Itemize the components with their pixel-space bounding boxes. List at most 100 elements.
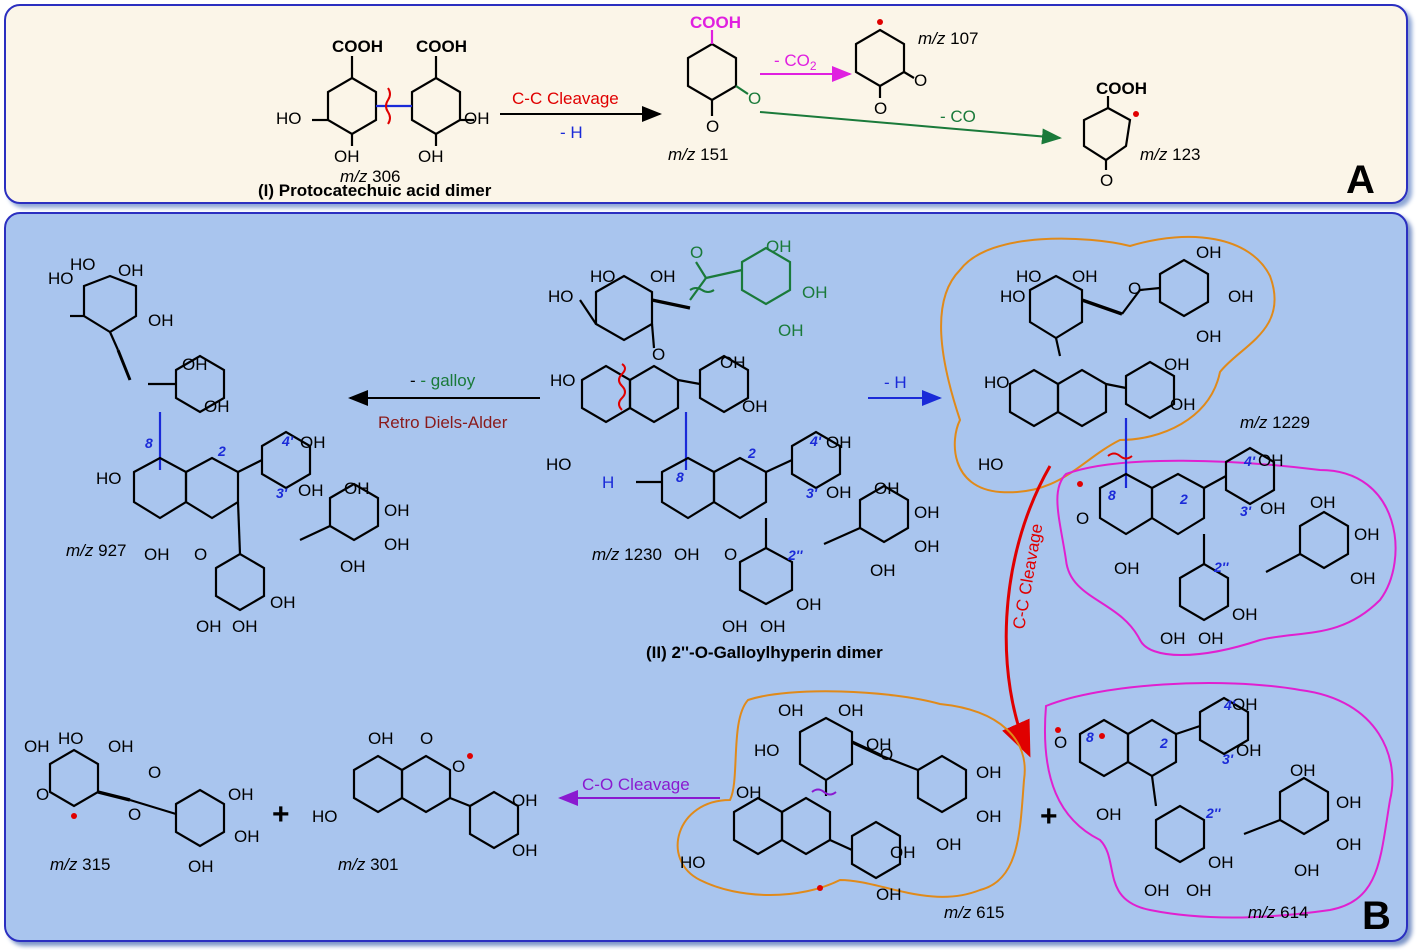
oh-label: OH [766,237,792,256]
fragment-outline-orange [676,690,1026,898]
oh-label: HO [48,269,74,288]
oxo-label: O [690,243,703,262]
oh-label: OH [298,481,324,500]
oh-label: OH [1164,355,1190,374]
fragment-151-structure [686,30,749,116]
oh-label: OH [874,479,900,498]
position-label: 2'' [1205,805,1221,821]
panel-a-label: A [1346,158,1375,202]
oh-label: HO [58,729,84,748]
arrow-cc-cleavage-b [1002,465,1052,758]
radical-dot [467,753,473,759]
panel-b-label: B [1362,894,1391,938]
oh-label: HO [70,255,96,274]
fragment-mz-107: m/z 107 [918,29,979,48]
oxo-label: O [706,117,719,136]
oh-label: OH [1186,881,1212,900]
fragment-outline-orange [940,235,1276,494]
deprot-mz-1229: m/z 1229 [1240,413,1310,432]
oxo-label: O [874,99,887,118]
oh-label: OH [1258,451,1284,470]
radical-dot [1055,727,1061,733]
position-label: 3' [276,485,288,501]
oh-label: OH [204,397,230,416]
galloyl-group-green [689,246,792,306]
oh-label: OH [890,843,916,862]
position-label: 2 [1179,491,1188,507]
oxo-label: O [1076,509,1089,528]
arrow-label-minus-co2: - CO2 [774,51,817,73]
h-label: H [602,473,614,492]
radical-dot [1077,481,1083,487]
oh-label: OH [1232,605,1258,624]
protocatechuic-dimer-structure [312,56,474,146]
position-label: 4' [809,433,822,449]
position-label: 2 [747,445,756,461]
oh-label: OH [976,807,1002,826]
oh-label: OH [108,737,134,756]
oh-label: OH [232,617,258,636]
position-label: 3' [806,485,818,501]
oh-label: OH [742,397,768,416]
oh-label: OH [1198,629,1224,648]
oh-label: OH [512,791,538,810]
radical-dot [877,19,883,25]
oh-label: OH [148,311,174,330]
oh-label: OH [1228,287,1254,306]
fragment-outline-pink [1044,682,1394,919]
arrow-label-cc-cleavage: C-C Cleavage [512,89,619,108]
cooh-label-left: COOH [332,37,383,56]
compound-name-I: (I) Protocatechuic acid dimer [258,181,492,200]
oh-label: OH [270,593,296,612]
fragment-315-structure [48,748,226,848]
oh-label: HO [1000,287,1026,306]
oh-label: OH [1260,499,1286,518]
oh-label: HO [680,853,706,872]
oxo-label: O [420,729,433,748]
oh-label: HO [546,455,572,474]
oh-label: OH [778,321,804,340]
oh-label: HO [978,455,1004,474]
oh-label: OH [1114,559,1140,578]
oh-label: OH [144,545,170,564]
oh-label: OH [1354,525,1380,544]
radical-dot [1133,111,1139,117]
oh-label: OH [802,283,828,302]
position-label: 4' [281,433,294,449]
oh-label: OH [234,827,260,846]
position-label: 8 [145,435,153,451]
oh-label: OH [24,737,50,756]
fragment-mz-151: m/z 151 [668,145,729,164]
oh-label: OH [384,501,410,520]
compound-mz-306: m/z 306 [340,167,401,186]
fragment-614-structure [1078,696,1330,864]
oxo-label: O [914,71,927,90]
position-label: 2 [1159,735,1168,751]
oh-label: OH [464,109,490,128]
oh-label: HO [984,373,1010,392]
oh-label: HO [590,267,616,286]
oh-label: OH [866,735,892,754]
oh-label: OH [720,353,746,372]
oh-label: OH [838,701,864,720]
oh-label: OH [118,261,144,280]
arrow-label-rda: Retro Diels-Alder [378,413,508,432]
oh-label: OH [1336,835,1362,854]
radical-dot [817,885,823,891]
oh-label: OH [228,785,254,804]
position-label: 8 [1086,729,1094,745]
position-label: 8 [676,469,684,485]
fragment-mz-123: m/z 123 [1140,145,1201,164]
oxo-label: O [880,745,893,764]
oh-label: OH [736,783,762,802]
oh-label: OH [914,503,940,522]
radical-dot [1099,733,1105,739]
oh-label: OH [368,729,394,748]
position-label: 2 [217,443,226,459]
oxo-label: O [452,757,465,776]
oh-label: OH [1072,267,1098,286]
oh-label: OH [1096,805,1122,824]
oh-label: OH [182,355,208,374]
oh-label: HO [550,371,576,390]
